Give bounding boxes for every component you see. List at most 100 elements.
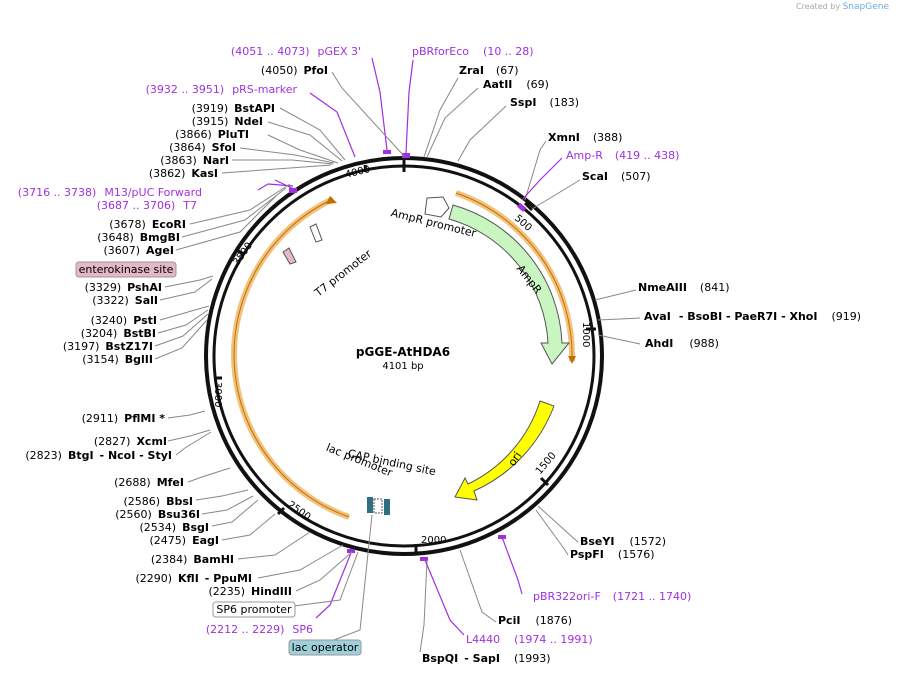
- primer-lines: [257, 57, 563, 636]
- site-bbsi: BbsI: [166, 495, 193, 508]
- svg-text:AatII(69): AatII(69): [483, 78, 549, 91]
- site-bstz17i: BstZ17I: [105, 340, 153, 353]
- svg-text:AvaI- BsoBI - PaeR7I - Xho: AvaI- BsoBI - PaeR7I - XhoI(919): [644, 310, 861, 323]
- svg-text:(2475)EagI: (2475)EagI: [150, 534, 219, 547]
- tick-2000: 2000: [421, 535, 446, 546]
- primer-amp-r: Amp-R: [566, 149, 603, 162]
- primer-sp6: SP6: [292, 623, 313, 636]
- plasmid-length: 4101 bp: [382, 361, 423, 372]
- ampr-arrow: [448, 204, 571, 365]
- site-bstbi: BstBI: [123, 327, 156, 340]
- svg-text:(2290)KflI- PpuMI: (2290)KflI- PpuMI: [135, 572, 252, 585]
- svg-text:(4051 .. 4073)pGEX 3': (4051 .. 4073)pGEX 3': [231, 45, 361, 58]
- svg-text:XmnI(388): XmnI(388): [548, 131, 622, 144]
- site-kasi: KasI: [191, 167, 218, 180]
- site-bglii: BglII: [125, 353, 153, 366]
- credit-prefix: Created by: [796, 2, 841, 11]
- site-mfei: MfeI: [157, 476, 184, 489]
- site-scai: ScaI: [582, 170, 608, 183]
- site-nari: NarI: [203, 154, 229, 167]
- svg-text:(3197)BstZ17I: (3197)BstZ17I: [63, 340, 153, 353]
- ori-arrow: [454, 400, 555, 501]
- site-xmni: XmnI: [548, 131, 580, 144]
- primer-t7: T7: [182, 199, 197, 212]
- lac-operator-mark: [367, 497, 373, 513]
- svg-text:Amp-R(419 .. 438): Amp-R(419 .. 438): [566, 149, 679, 162]
- boxed-features: enterokinase site SP6 promoter lac opera…: [75, 261, 362, 656]
- svg-text:ZraI(67): ZraI(67): [459, 64, 519, 77]
- svg-text:(3240)PstI: (3240)PstI: [91, 314, 157, 327]
- sp6-promoter-label: SP6 promoter: [216, 603, 292, 616]
- site-pflmi: PflMI *: [124, 412, 165, 425]
- site-pfoi: PfoI: [304, 64, 329, 77]
- site-ndei: NdeI: [234, 115, 263, 128]
- svg-text:(3607)AgeI: (3607)AgeI: [103, 244, 174, 257]
- svg-text:(3322)SalI: (3322)SalI: [92, 294, 158, 307]
- svg-text:(3648)BmgBI: (3648)BmgBI: [97, 231, 180, 244]
- svg-text:(2911)PflMI *: (2911)PflMI *: [82, 412, 166, 425]
- primer-l4440: L4440: [466, 633, 500, 646]
- svg-text:(3915)NdeI: (3915)NdeI: [192, 115, 263, 128]
- svg-text:AhdI(988): AhdI(988): [645, 337, 719, 350]
- primer-labels: (4051 .. 4073)pGEX 3' pBRforEco(10 .. 28…: [18, 45, 692, 646]
- svg-text:pBR322ori-F(1721 .. 1740): pBR322ori-F(1721 .. 1740): [533, 590, 691, 603]
- svg-text:(2235)HindIII: (2235)HindIII: [208, 585, 292, 598]
- primer-prs-marker: pRS-marker: [232, 83, 297, 96]
- svg-text:(2823)BtgI- NcoI - StyI: (2823)BtgI- NcoI - StyI: [25, 449, 172, 462]
- svg-text:(2560)Bsu36I: (2560)Bsu36I: [115, 508, 200, 521]
- t7-promoter-label: T7 promoter: [311, 247, 374, 300]
- svg-text:PciI(1876): PciI(1876): [498, 614, 572, 627]
- svg-text:NmeAIII(841): NmeAIII(841): [638, 281, 730, 294]
- svg-text:BseYI(1572): BseYI(1572): [580, 535, 666, 548]
- svg-text:(3866)PluTI: (3866)PluTI: [175, 128, 249, 141]
- site-bspqi: BspQI: [422, 652, 458, 665]
- site-bmgbi: BmgBI: [140, 231, 180, 244]
- site-bamhi: BamHI: [193, 553, 234, 566]
- svg-text:(3862)KasI: (3862)KasI: [149, 167, 218, 180]
- svg-text:(3154)BglII: (3154)BglII: [82, 353, 153, 366]
- svg-text:(3932 .. 3951)pRS-marker: (3932 .. 3951)pRS-marker: [146, 83, 298, 96]
- site-sali: SalI: [135, 294, 158, 307]
- site-nmeaiii: NmeAIII: [638, 281, 687, 294]
- site-xcmi: XcmI: [136, 435, 167, 448]
- svg-text:(2586)BbsI: (2586)BbsI: [124, 495, 193, 508]
- sites-right: ZraI(67) AatII(69) SspI(183) XmnI(388) S…: [422, 64, 861, 665]
- t7-promoter-arrow: [309, 223, 323, 243]
- svg-text:(2688)MfeI: (2688)MfeI: [114, 476, 184, 489]
- site-aatii: AatII: [483, 78, 512, 91]
- site-bsu36i: Bsu36I: [158, 508, 200, 521]
- site-avai: AvaI: [644, 310, 671, 323]
- svg-text:(2384)BamHI: (2384)BamHI: [151, 553, 234, 566]
- site-btgi: BtgI: [68, 449, 94, 462]
- site-sspi: SspI: [510, 96, 536, 109]
- tick-marks: [214, 158, 596, 552]
- svg-text:(3678)EcoRI: (3678)EcoRI: [109, 218, 186, 231]
- site-ecori: EcoRI: [152, 218, 186, 231]
- svg-text:(3687 .. 3706)T7: (3687 .. 3706)T7: [97, 199, 197, 212]
- lac-operator-label: lac operator: [292, 641, 359, 654]
- site-pshai: PshAI: [127, 281, 162, 294]
- svg-text:(3864)SfoI: (3864)SfoI: [169, 141, 236, 154]
- site-bstapi: BstAPI: [234, 102, 275, 115]
- site-ahdi: AhdI: [645, 337, 673, 350]
- svg-text:(3863)NarI: (3863)NarI: [160, 154, 229, 167]
- leader-lines-left: [154, 71, 405, 644]
- svg-text:PspFI(1576): PspFI(1576): [570, 548, 654, 561]
- ampr-promoter-arrow: [424, 196, 450, 218]
- leader-lines-right: [419, 77, 641, 653]
- site-bseyi: BseYI: [580, 535, 614, 548]
- site-zrai: ZraI: [459, 64, 484, 77]
- svg-text:(2534)BsgI: (2534)BsgI: [140, 521, 209, 534]
- site-kfli: KflI: [178, 572, 199, 585]
- svg-text:L4440(1974 .. 1991): L4440(1974 .. 1991): [466, 633, 593, 646]
- site-psti: PstI: [133, 314, 157, 327]
- svg-text:(4050)PfoI: (4050)PfoI: [261, 64, 328, 77]
- tick-3000: 3000: [212, 382, 223, 407]
- site-pcii: PciI: [498, 614, 520, 627]
- svg-text:(2212 .. 2229)SP6: (2212 .. 2229)SP6: [206, 623, 313, 636]
- svg-text:ScaI(507): ScaI(507): [582, 170, 651, 183]
- primer-m13-puc-forward: M13/pUC Forward: [104, 186, 202, 199]
- site-sfoi: SfoI: [212, 141, 236, 154]
- svg-text:(3204)BstBI: (3204)BstBI: [81, 327, 156, 340]
